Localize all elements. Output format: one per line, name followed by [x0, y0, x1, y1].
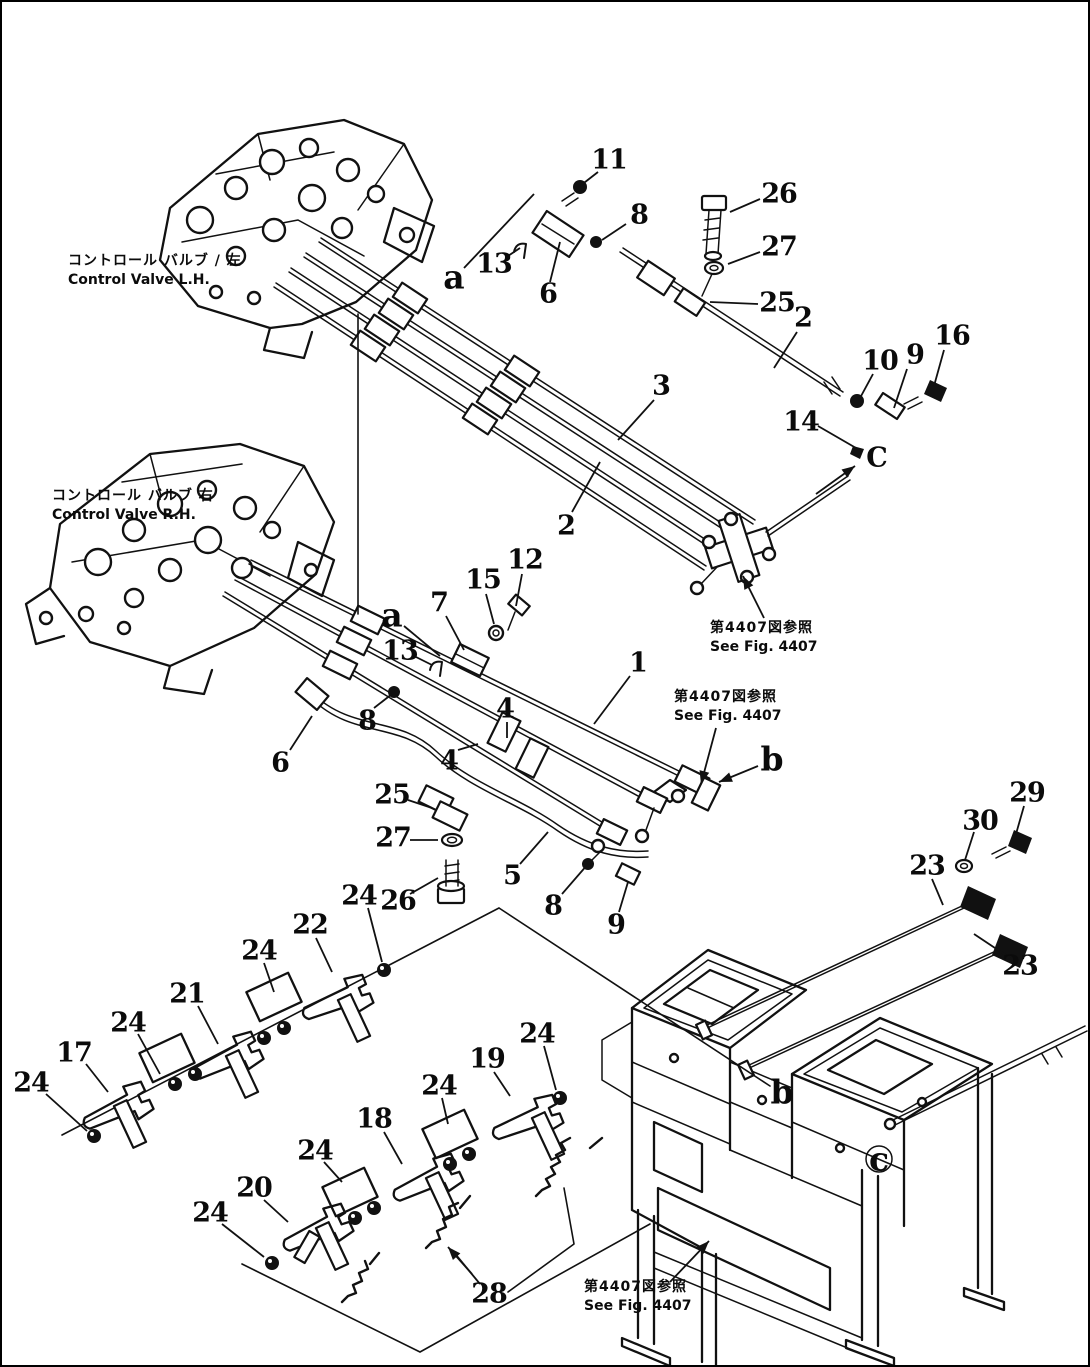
callout-29-33: 29 — [1009, 777, 1046, 809]
callout-9-10: 9 — [906, 339, 925, 371]
callout-a-3: a — [443, 257, 465, 297]
callout-24-38: 24 — [241, 935, 278, 967]
callout-24-49: 24 — [192, 1197, 229, 1229]
callout-8-22: 8 — [358, 705, 377, 737]
callout-24-28: 24 — [341, 880, 378, 912]
callout-13-20: 13 — [382, 635, 419, 667]
callout-8-1: 8 — [630, 199, 649, 231]
callout-24-42: 24 — [13, 1067, 50, 1099]
callout-24-44: 24 — [297, 1135, 334, 1167]
callout-9-32: 9 — [607, 909, 626, 941]
callout-23-35: 23 — [909, 850, 946, 882]
callout-26-29: 26 — [380, 885, 417, 917]
callout-17-41: 17 — [56, 1037, 93, 1069]
springs-28 — [340, 1136, 604, 1304]
frame-drawing — [601, 948, 1006, 1365]
callout-16-9: 16 — [934, 320, 971, 352]
callout-19-45: 19 — [469, 1043, 506, 1075]
callout-C-13: C — [866, 442, 888, 474]
callout-21-39: 21 — [169, 978, 206, 1010]
lower-pipe-bundle — [222, 559, 722, 905]
callout-4-24: 4 — [496, 693, 515, 725]
cross-fitting — [689, 475, 851, 596]
callout-27-6: 27 — [761, 231, 798, 263]
callout-c-53: c — [868, 1139, 890, 1179]
callout-3-14: 3 — [652, 370, 671, 402]
callout-30-34: 30 — [962, 805, 999, 837]
callout-20-48: 20 — [236, 1172, 273, 1204]
callout-12-16: 12 — [507, 544, 544, 576]
callout-6-23: 6 — [271, 747, 290, 779]
callout-26-5: 26 — [761, 178, 798, 210]
callout-24-40: 24 — [110, 1007, 147, 1039]
callout-18-43: 18 — [356, 1103, 393, 1135]
callout-5-30: 5 — [503, 860, 522, 892]
callout-a-19: a — [381, 595, 403, 635]
callout-1-21: 1 — [629, 647, 648, 679]
callout-28-50: 28 — [471, 1278, 508, 1310]
callout-27-27: 27 — [375, 822, 412, 854]
callout-14-12: 14 — [783, 406, 820, 438]
upper-pipe-bundle — [273, 237, 756, 571]
callout-6-4: 6 — [539, 278, 558, 310]
pivot-pins-24 — [87, 963, 567, 1270]
callout-4-25: 4 — [440, 745, 459, 777]
control-valve-rh-drawing — [24, 442, 336, 696]
callout-25-7: 25 — [759, 287, 796, 319]
callout-8-31: 8 — [544, 890, 563, 922]
callout-b-51: b — [760, 739, 784, 779]
top-rod-assembly — [513, 180, 947, 459]
callout-13-2: 13 — [476, 248, 513, 280]
linkage-levers — [61, 313, 771, 1353]
callout-11-0: 11 — [591, 144, 628, 176]
callout-24-46: 24 — [519, 1018, 556, 1050]
callout-22-37: 22 — [292, 909, 329, 941]
tie-rods — [694, 830, 1088, 1131]
callout-24-47: 24 — [421, 1070, 458, 1102]
callout-23-36: 23 — [1002, 950, 1039, 982]
callout-7-18: 7 — [430, 587, 449, 619]
callout-2-15: 2 — [557, 510, 576, 542]
control-valve-lh-drawing — [158, 118, 436, 360]
callout-10-11: 10 — [862, 345, 899, 377]
callout-25-26: 25 — [374, 779, 411, 811]
callout-15-17: 15 — [465, 564, 502, 596]
callout-2-8: 2 — [794, 302, 813, 334]
callout-b-52: b — [770, 1072, 794, 1112]
